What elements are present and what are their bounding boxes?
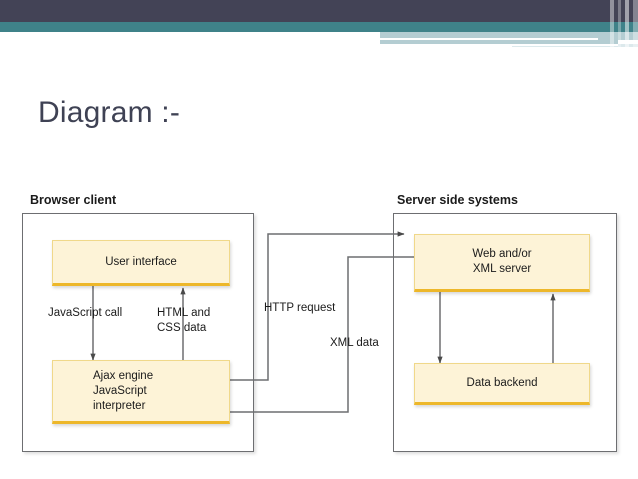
node-label-ajax-engine: Ajax engine JavaScript interpreter bbox=[93, 369, 154, 412]
page-title: Diagram :- bbox=[38, 96, 181, 129]
node-label-user-interface: User interface bbox=[105, 255, 177, 268]
header-dark-band bbox=[0, 0, 638, 22]
slide-header-decoration bbox=[0, 0, 638, 60]
header-vertical-stripe-4 bbox=[633, 0, 638, 48]
node-label-web-xml-server: Web and/or XML server bbox=[472, 248, 532, 275]
edge-label-http-request: HTTP request bbox=[264, 302, 336, 314]
node-ajax-engine[interactable]: Ajax engine JavaScript interpreter bbox=[52, 360, 230, 424]
edge-label-javascript-call: JavaScript call bbox=[48, 307, 123, 319]
header-accent-rule-thick bbox=[380, 40, 618, 44]
node-user-interface[interactable]: User interface bbox=[52, 240, 230, 286]
header-accent-rule-white bbox=[512, 44, 618, 46]
header-accent-rule-thin bbox=[380, 38, 598, 40]
edge-label-xml-data: XML data bbox=[330, 337, 379, 349]
header-vertical-stripe-1 bbox=[610, 0, 614, 48]
node-label-data-backend: Data backend bbox=[466, 376, 538, 389]
header-teal-band bbox=[0, 22, 638, 32]
header-white-notch bbox=[0, 32, 380, 41]
edge-label-html-css-data: HTML and CSS data bbox=[157, 307, 211, 334]
header-vertical-stripe-2 bbox=[618, 0, 621, 48]
panel-title-browser-client: Browser client bbox=[30, 193, 117, 207]
ajax-architecture-diagram: Browser client Server side systems Use bbox=[0, 180, 638, 470]
header-vertical-stripe-3 bbox=[625, 0, 629, 48]
node-data-backend[interactable]: Data backend bbox=[414, 363, 590, 405]
diagram-connectors bbox=[90, 231, 556, 415]
panel-title-server-side-systems: Server side systems bbox=[397, 193, 518, 207]
node-web-xml-server[interactable]: Web and/or XML server bbox=[414, 234, 590, 292]
